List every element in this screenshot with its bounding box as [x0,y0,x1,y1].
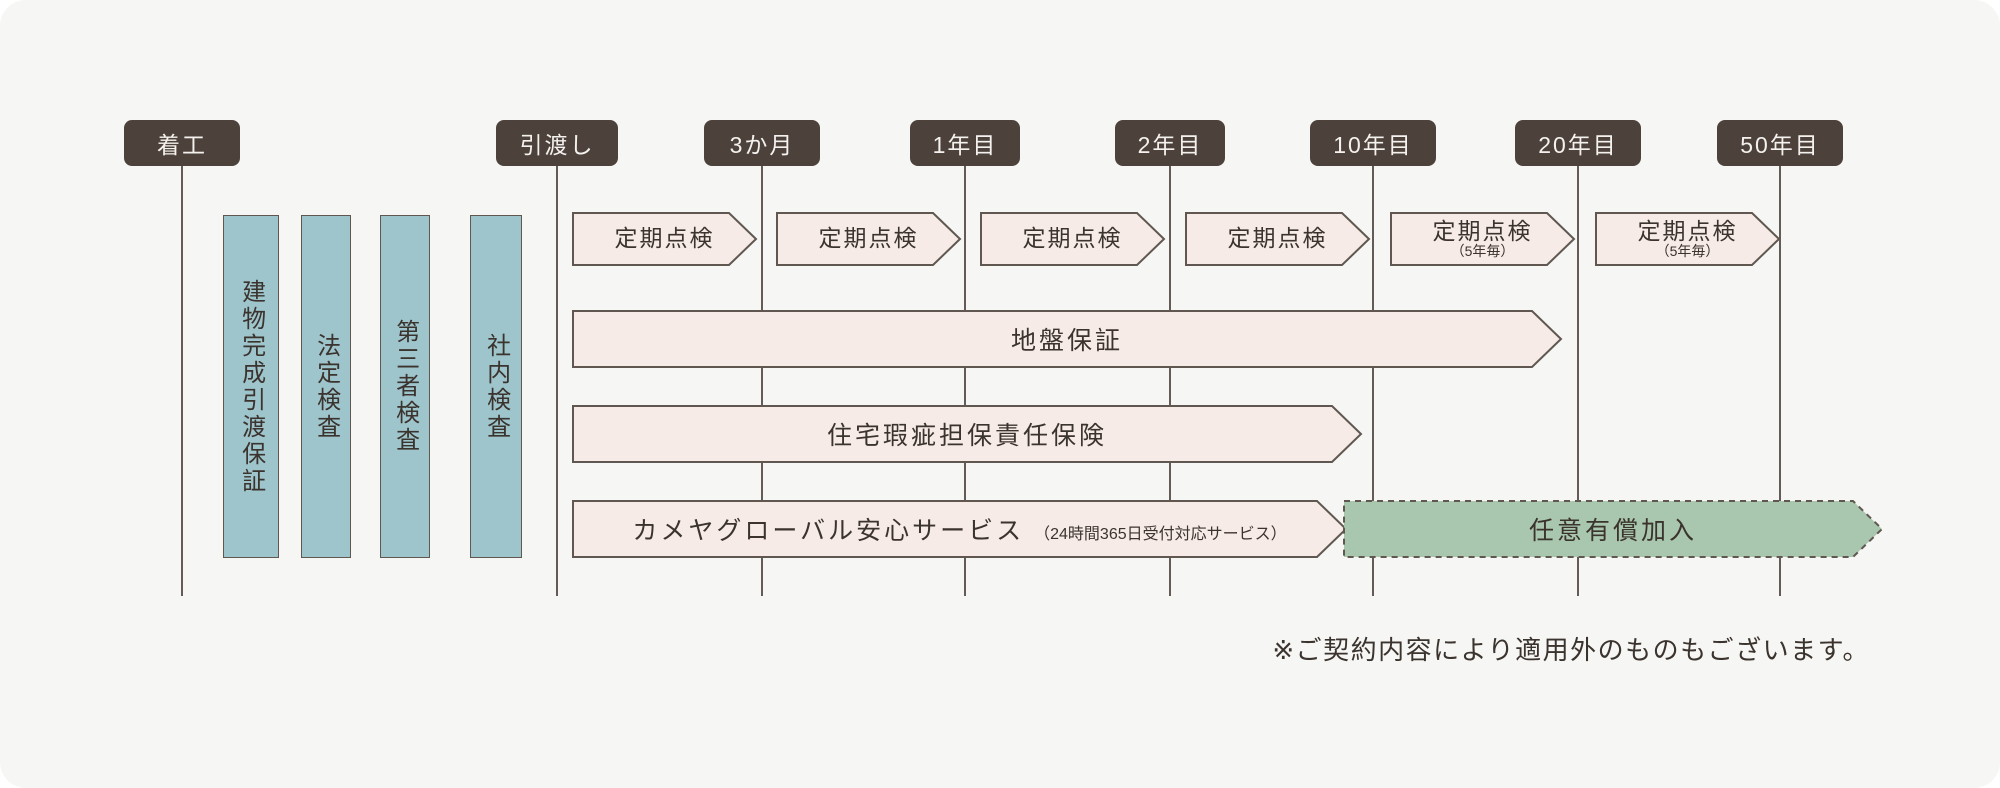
vertical-inspection-label: 建物完成引渡保証 [237,278,265,495]
warranty-bar-label-wrap: カメヤグローバル安心サービス （24時間365日受付対応サービス） [572,500,1347,558]
periodic-inspection-chevron: 定期点検 [776,212,961,266]
periodic-inspection-label: 定期点検 [614,225,715,252]
periodic-inspection-sublabel: （5年毎） [1450,242,1515,259]
periodic-inspection-label-wrap: 定期点検（5年毎） [1595,212,1804,266]
periodic-inspection-chevron: 定期点検 [1185,212,1370,266]
warranty-bar-defect-liability-insurance: 住宅瑕疵担保責任保険 [572,405,1362,463]
periodic-inspection-label: 定期点検 [1432,217,1533,244]
periodic-inspection-chevron: 定期点検 [572,212,757,266]
timeline-axis-line-1 [181,138,183,596]
periodic-inspection-sublabel: （5年毎） [1655,242,1720,259]
warranty-bar-label-wrap: 任意有償加入 [1343,500,1883,558]
periodic-inspection-label: 定期点検 [1022,225,1123,252]
warranty-bar-label: カメヤグローバル安心サービス [632,517,1025,545]
vertical-inspection-bar: 法定検査 [301,215,351,558]
warranty-bar-label-wrap: 住宅瑕疵担保責任保険 [572,405,1362,463]
milestone-badge: 10年目 [1310,120,1436,166]
periodic-inspection-label: 定期点検 [1227,225,1328,252]
milestone-badge: 20年目 [1515,120,1641,166]
warranty-bar-kameya-global-anshin-service: カメヤグローバル安心サービス （24時間365日受付対応サービス） [572,500,1347,558]
disclaimer-footnote: ※ご契約内容により適用外のものもございます。 [1272,635,1870,665]
periodic-inspection-chevron: 定期点検（5年毎） [1595,212,1780,266]
timeline-axis-line-2 [556,138,558,596]
warranty-bar-ground-warranty: 地盤保証 [572,310,1562,368]
periodic-inspection-label-wrap: 定期点検 [1185,212,1394,266]
warranty-bar-label: 任意有償加入 [1528,517,1697,545]
milestone-badge: 50年目 [1717,120,1843,166]
vertical-inspection-bar: 社内検査 [470,215,522,558]
periodic-inspection-label-wrap: 定期点検 [980,212,1189,266]
periodic-inspection-chevron: 定期点検 [980,212,1165,266]
milestone-badge: 引渡し [496,120,618,166]
warranty-bar-note: （24時間365日受付対応サービス） [1034,526,1287,543]
periodic-inspection-label-wrap: 定期点検 [572,212,781,266]
periodic-inspection-label: 定期点検 [818,225,919,252]
periodic-inspection-chevron: 定期点検（5年毎） [1390,212,1575,266]
vertical-inspection-label: 社内検査 [482,332,510,441]
milestone-badge: 1年目 [910,120,1020,166]
periodic-inspection-label-wrap: 定期点検 [776,212,985,266]
warranty-bar-optional-paid-enrollment: 任意有償加入 [1343,500,1883,558]
timeline-axis-line-8 [1779,138,1781,596]
vertical-inspection-bar: 第三者検査 [380,215,430,558]
milestone-badge: 2年目 [1115,120,1225,166]
milestone-badge: 着工 [124,120,240,166]
warranty-bar-label: 地盤保証 [1010,327,1123,355]
milestone-badge: 3か月 [704,120,820,166]
vertical-inspection-label: 法定検査 [312,332,340,441]
timeline-axis-line-7 [1577,138,1579,596]
warranty-bar-label: 住宅瑕疵担保責任保険 [826,422,1107,450]
vertical-inspection-bar: 建物完成引渡保証 [223,215,279,558]
vertical-inspection-label: 第三者検査 [391,319,419,454]
periodic-inspection-label: 定期点検 [1637,217,1738,244]
warranty-bar-label-wrap: 地盤保証 [572,310,1562,368]
periodic-inspection-label-wrap: 定期点検（5年毎） [1390,212,1599,266]
